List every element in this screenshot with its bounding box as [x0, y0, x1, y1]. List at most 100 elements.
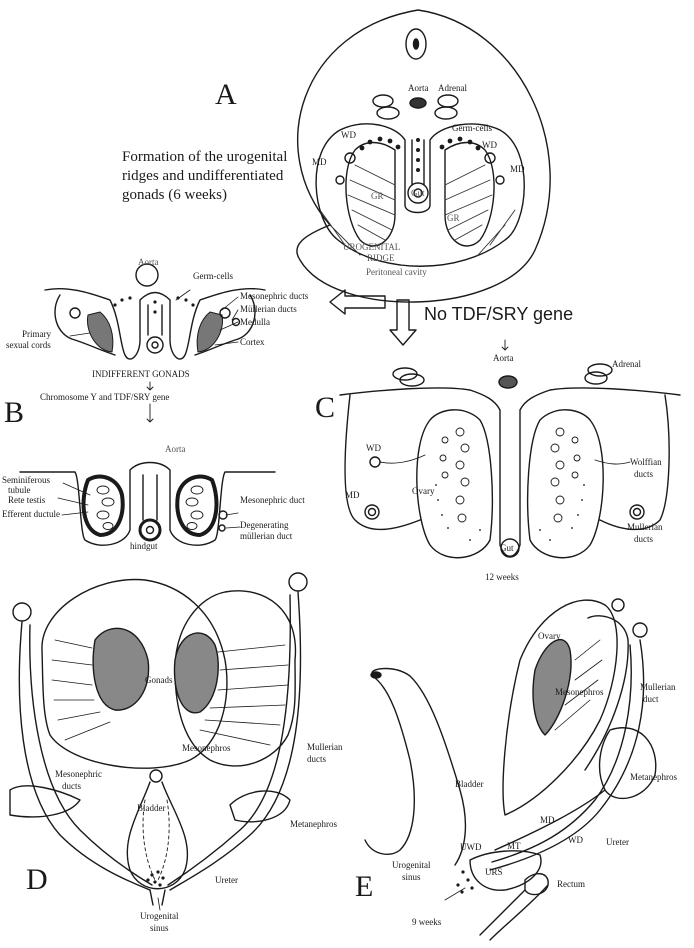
- mesentery-b: [147, 304, 163, 336]
- label-b-germ-cells: Germ-cells: [193, 271, 233, 281]
- label-a-peritoneal: Peritoneal cavity: [366, 267, 427, 277]
- label-c-no-tdf: No TDF/SRY gene: [424, 304, 574, 324]
- mesonephros-left-d: [41, 578, 228, 769]
- panel-letter-d: D: [26, 863, 48, 896]
- right-body-wall-b: [194, 294, 256, 356]
- label-a-md-right: MD: [510, 164, 525, 174]
- metanephros-right-d: [229, 790, 291, 823]
- label-a-ridge: RIDGE: [367, 253, 395, 263]
- tubules-e: [554, 639, 603, 731]
- mullerian-duct-left-d: [18, 621, 151, 891]
- sinus-outlet-d: [149, 889, 166, 906]
- body-wall-c: [339, 387, 681, 557]
- mesonephric-duct-right-d: [167, 594, 291, 886]
- germ-cells-b: [113, 296, 195, 314]
- testis-right: [175, 474, 219, 537]
- label-c-mullerian-ducts: ducts: [634, 534, 653, 544]
- arrow-to-c: [389, 299, 417, 346]
- ridge-hatching: [319, 164, 516, 256]
- label-a-germ-cells: Germ-cells: [452, 123, 492, 133]
- adrenal-right-a1: [437, 94, 459, 108]
- metanephros-left-d: [9, 785, 81, 818]
- mesonephros-right-d: [174, 590, 297, 767]
- md-lumen-c: [367, 507, 377, 517]
- adrenal-right-a2: [434, 106, 458, 120]
- md-right-lumen-c: [632, 507, 642, 517]
- label-b-efferent: Efferent ductule: [2, 509, 61, 519]
- right-wall-c: [599, 394, 670, 531]
- label-e-age: 9 weeks: [412, 917, 442, 927]
- arrow-b-2: [146, 403, 154, 423]
- gut-b: [146, 336, 164, 354]
- urogenital-ridge-left: [345, 141, 396, 247]
- mesentery-b-lower: [142, 474, 158, 521]
- aorta-c: [498, 375, 518, 389]
- arrow-c-small: [501, 339, 509, 351]
- ovarian-follicles: [439, 427, 581, 523]
- label-b-seminiferous: Seminiferous: [2, 475, 50, 485]
- duct-left-b: [69, 307, 81, 319]
- label-a-md-left: MD: [312, 157, 327, 167]
- bladder-d: [126, 781, 189, 890]
- adrenal-left-a1: [372, 94, 394, 108]
- arrows-from-a: [329, 289, 417, 346]
- rectum-e: [524, 873, 549, 896]
- label-a-gr-right: GR: [447, 213, 460, 223]
- label-c-wolffian-ducts: ducts: [634, 469, 653, 479]
- label-d-gonads: Gonads: [145, 675, 173, 685]
- ovary-outline-e: [584, 615, 629, 771]
- gut-lumen-a: [413, 188, 423, 198]
- label-e-metanephros: Metanephros: [630, 772, 677, 782]
- label-e-ureter: Ureter: [606, 837, 629, 847]
- label-d-urogenital: Urogenital: [140, 911, 179, 921]
- leaders-b-lower: [57, 482, 241, 529]
- md-c: [364, 504, 380, 520]
- bladder-e-back: [364, 677, 415, 856]
- ovary-left-c: [416, 409, 493, 559]
- label-e-urs: URS: [485, 867, 503, 877]
- label-d-mullerian: Mullerian: [307, 742, 343, 752]
- label-b-degenerating: Degenerating: [240, 520, 289, 530]
- label-a-gut: Gut: [411, 188, 425, 198]
- panel-d-drawing: [9, 572, 308, 911]
- urogenital-ridge-right: [444, 141, 495, 247]
- label-a-gr-left: GR: [371, 191, 384, 201]
- mullerian-duct-right-a: [495, 175, 505, 185]
- wd-branch-c: [379, 454, 426, 464]
- label-d-mullerian-ducts: ducts: [307, 754, 326, 764]
- label-b-aorta-bottom: Aorta: [165, 444, 186, 454]
- embryo-outline: [296, 9, 551, 303]
- label-a-wd-left: WD: [341, 130, 356, 140]
- label-d-mesonephric-ducts: ducts: [62, 781, 81, 791]
- label-e-bladder: Bladder: [455, 779, 484, 789]
- mullerian-duct-b: [218, 524, 226, 532]
- panel-c-drawing: [339, 339, 681, 559]
- label-b-sexual-cords: sexual cords: [6, 340, 51, 350]
- label-c-ovary: Ovary: [412, 486, 435, 496]
- wd-c: [369, 456, 381, 468]
- gonad-left-d: [92, 627, 150, 711]
- left-body-wall-b: [54, 294, 116, 356]
- panel-letter-c: C: [315, 391, 336, 424]
- label-d-mesonephros: Mesonephros: [182, 743, 231, 753]
- label-c-adrenal: Adrenal: [612, 359, 641, 369]
- hindgut-e-2: [479, 889, 526, 936]
- fimbria-left-d: [12, 602, 32, 622]
- arrow-to-b: [329, 289, 386, 315]
- label-b-cortex: Cortex: [240, 337, 265, 347]
- label-b-medulla: Medulla: [240, 317, 270, 327]
- hindgut-e: [489, 884, 549, 941]
- label-b-rete-testis: Rete testis: [8, 495, 46, 505]
- aorta-a: [409, 97, 427, 109]
- gut-a: [407, 182, 429, 204]
- md-right-c: [629, 504, 645, 520]
- hindgut-b: [138, 518, 162, 542]
- wolffian-duct-e: [491, 644, 632, 863]
- left-wall-c: [344, 394, 421, 531]
- ovary-e: [532, 638, 572, 736]
- fimbria-e: [632, 622, 648, 638]
- label-c-md: MD: [345, 490, 360, 500]
- allantois-tip-e: [370, 671, 382, 679]
- panel-a-caption: Formation of the urogenital ridges and u…: [122, 149, 288, 203]
- label-d-ureter: Ureter: [215, 875, 238, 885]
